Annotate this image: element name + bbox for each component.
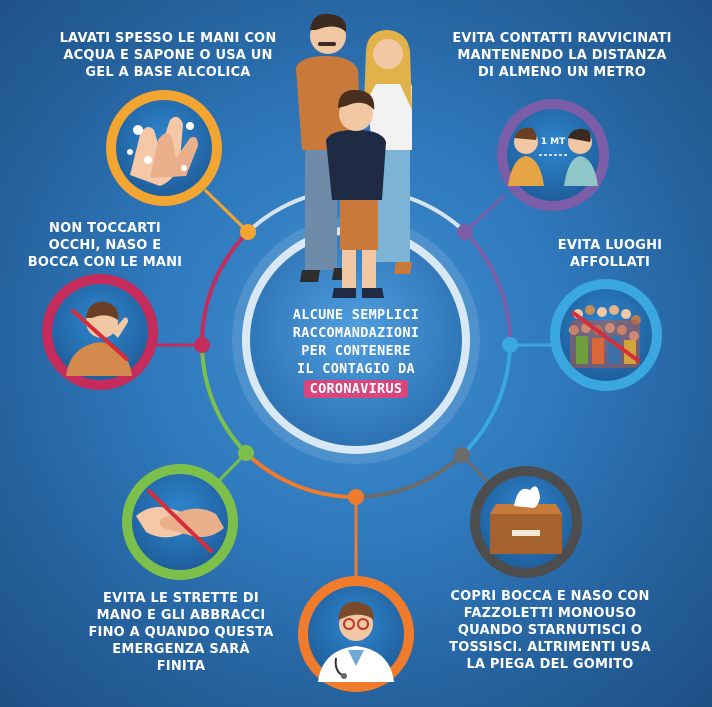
tip-line: EMERGENZA SARÀ FINITA [112,642,250,674]
distance-label: 1 MT [541,137,566,147]
center-line-1: ALCUNE SEMPLICI [292,307,420,323]
center-line-3: PER CONTENERE [301,343,411,359]
tip-no-handshake: EVITA LE STRETTE DI MANO E GLI ABBRACCI … [86,590,276,675]
tip-line: COPRI BOCCA E NASO CON [450,589,650,604]
tip-line: MANO E GLI ABBRACCI [96,608,266,623]
tip-line: NON TOCCARTI [49,221,161,236]
crowd-icon [550,279,662,391]
tip-line: GEL A BASE ALCOLICA [85,65,251,80]
tip-line: OCCHI, NASO E [48,238,162,253]
center-disc [250,234,462,446]
tip-keep-distance: EVITA CONTATTI RAVVICINATI MANTENENDO LA… [440,30,684,81]
center-line-4: IL CONTAGIO DA [297,361,415,377]
tip-line: ACQUA E SAPONE O USA UN [63,48,273,63]
tip-line: FINO A QUANDO QUESTA [88,625,274,640]
no-face-touch-icon [42,274,158,390]
tip-line: QUANDO STARNUTISCI O [457,623,643,638]
tip-no-touch-face: NON TOCCARTI OCCHI, NASO E BOCCA CON LE … [20,220,190,271]
center-title: ALCUNE SEMPLICI RACCOMANDAZIONI PER CONT… [258,306,454,398]
distance-icon: 1 MT [497,99,609,211]
tip-wash-hands: LAVATI SPESSO LE MANI CON ACQUA E SAPONE… [48,30,288,81]
tip-avoid-crowds: EVITA LUOGHI AFFOLLATI [540,237,680,271]
tip-line: FAZZOLETTI MONOUSO [463,606,637,621]
connector-dots [194,224,518,505]
family-illustration [296,13,412,298]
hand-washing-icon [106,90,222,206]
tip-line: TOSSISCI. ALTRIMENTI USA [449,640,651,655]
no-handshake-icon [122,464,238,580]
tissue-box-icon [470,466,582,578]
tip-line: EVITA LE STRETTE DI [103,591,259,606]
tip-cover-mouth: COPRI BOCCA E NASO CON FAZZOLETTI MONOUS… [432,588,668,673]
doctor-icon [298,576,414,692]
tip-line: EVITA CONTATTI RAVVICINATI [452,31,672,46]
tip-line: LAVATI SPESSO LE MANI CON [59,31,277,46]
coronavirus-badge: CORONAVIRUS [303,380,409,398]
tip-line: AFFOLLATI [570,255,650,270]
tip-line: LA PIEGA DEL GOMITO [466,657,634,672]
tip-line: EVITA LUOGHI [557,238,663,253]
center-line-2: RACCOMANDAZIONI [292,325,420,341]
tip-line: MANTENENDO LA DISTANZA [457,48,667,63]
outer-ring [199,186,513,500]
tip-line: BOCCA CON LE MANI [27,255,183,270]
connectors [150,188,560,585]
tip-line: DI ALMENO UN METRO [477,65,647,80]
